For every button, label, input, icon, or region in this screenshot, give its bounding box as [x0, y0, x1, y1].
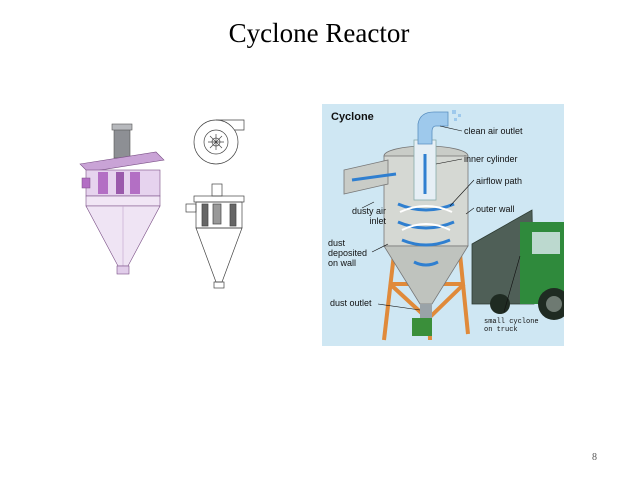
label-dusty-air-inlet: dusty air inlet	[352, 206, 387, 226]
label-outer-wall: outer wall	[476, 204, 515, 214]
label-small-cyclone-on-truck: small cyclone on truck	[484, 318, 539, 334]
diagram-title: Cyclone	[331, 111, 374, 123]
dust-bin	[412, 318, 432, 336]
label-leader-lines	[361, 125, 521, 313]
cyclone-illustration	[343, 110, 564, 341]
cyclone-labelled-diagram: Cyclone clean air outlet inner cylinder …	[322, 104, 564, 346]
page-number: 8	[592, 452, 597, 463]
airflow-path	[351, 154, 455, 267]
slide-title: Cyclone Reactor	[228, 18, 410, 48]
clean-air-puffs	[452, 110, 461, 121]
cyclone-line-drawing	[185, 119, 245, 289]
cyclone-cutaway-illustration	[79, 123, 165, 275]
label-dust-outlet: dust outlet	[330, 298, 372, 308]
airflow-path-white	[399, 205, 453, 231]
label-dust-deposited: dust deposited on wall	[328, 238, 368, 268]
clean-air-outlet	[417, 111, 449, 145]
truck-illustration	[471, 209, 564, 320]
label-clean-air-outlet: clean air outlet	[464, 126, 523, 136]
label-inner-cylinder: inner cylinder	[464, 154, 518, 164]
label-airflow-path: airflow path	[476, 176, 523, 186]
cyclone-technical-drawings	[79, 119, 245, 289]
